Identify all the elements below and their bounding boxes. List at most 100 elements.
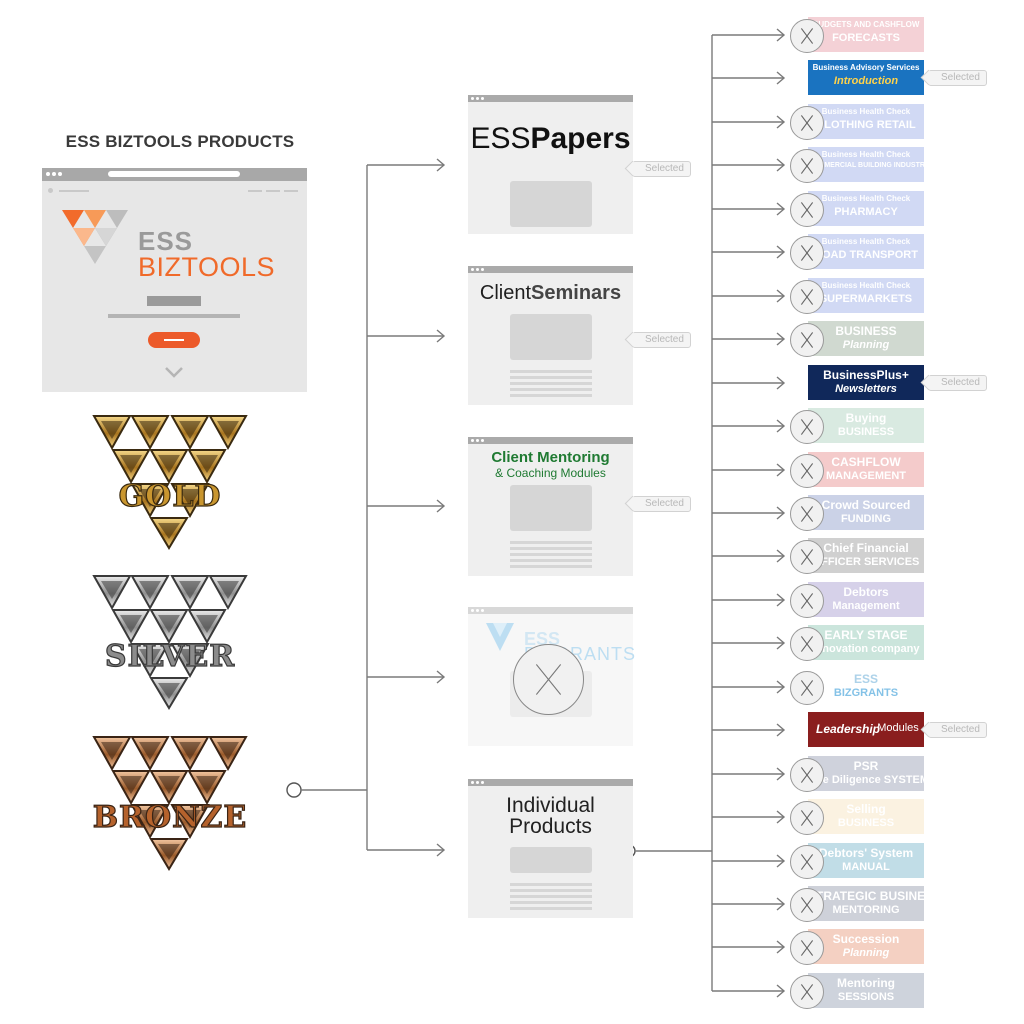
unavailable-x-icon[interactable]: [790, 845, 824, 879]
image-placeholder: [510, 181, 592, 227]
bizgrants-logo-icon: [486, 623, 514, 651]
gold-tier-badge[interactable]: GOLD: [90, 412, 250, 552]
unavailable-x-icon[interactable]: [790, 149, 824, 183]
ess-papers-card[interactable]: ESSPapers: [468, 95, 633, 234]
tier-label: BRONZE: [92, 799, 248, 835]
arrow-head-icon: [776, 71, 786, 85]
product-title: BUSINESS: [835, 324, 897, 338]
product-subtitle: Planning: [842, 947, 890, 959]
unavailable-x-icon[interactable]: [790, 454, 824, 488]
product-subtitle: PHARMACY: [834, 206, 898, 218]
unavailable-x-icon[interactable]: [790, 280, 824, 314]
product-title: Leadership: [815, 722, 881, 736]
silver-tier-badge[interactable]: SILVER: [90, 572, 250, 712]
bronze-tier-badge[interactable]: BRONZE: [90, 733, 250, 873]
unavailable-x-icon[interactable]: [790, 758, 824, 792]
product-title: EARLY STAGE: [824, 628, 908, 642]
unavailable-x-icon[interactable]: [790, 540, 824, 574]
unavailable-x-icon[interactable]: [790, 410, 824, 444]
product-title: Buying: [845, 411, 887, 425]
tier-label: GOLD: [118, 478, 222, 514]
product-thumbnail[interactable]: BusinessPlus+Newsletters: [808, 365, 924, 400]
unavailable-x-icon[interactable]: [790, 19, 824, 53]
window-dots-icon: [471, 438, 486, 457]
arrow-head-icon: [776, 897, 786, 911]
tier-triangle-icon: [92, 575, 248, 710]
unavailable-x-icon[interactable]: [790, 323, 824, 357]
unavailable-x-icon[interactable]: [790, 497, 824, 531]
client-seminars-card[interactable]: ClientSeminars: [468, 266, 633, 405]
page-title: ESS BIZTOOLS PRODUCTS: [65, 132, 295, 151]
tier-triangle-icon: [92, 415, 248, 550]
product-subtitle: Newsletters: [835, 383, 897, 395]
arrow-head-icon: [776, 289, 786, 303]
arrow-head-icon: [776, 984, 786, 998]
cta-button[interactable]: [148, 332, 200, 348]
product-subtitle: ROAD TRANSPORT: [814, 249, 918, 261]
product-subtitle: Introduction: [833, 75, 899, 87]
unavailable-x-icon[interactable]: [790, 236, 824, 270]
product-title: Business Health Check: [821, 281, 911, 290]
text-placeholder: [510, 541, 592, 571]
unavailable-x-icon[interactable]: [790, 671, 824, 705]
product-title: Business Health Check: [821, 194, 911, 203]
product-title: Debtors: [843, 585, 889, 599]
unavailable-x-icon[interactable]: [790, 801, 824, 835]
product-subtitle: FUNDING: [840, 513, 892, 525]
chevron-down-icon[interactable]: [164, 366, 184, 378]
arrow-head-icon: [776, 463, 786, 477]
unavailable-x-icon[interactable]: [790, 931, 824, 965]
unavailable-x-icon[interactable]: [790, 975, 824, 1009]
product-title: Chief Financial: [823, 541, 909, 555]
arrow-head-icon: [776, 158, 786, 172]
product-subtitle: MANUAL: [842, 861, 890, 873]
placeholder-line: [108, 314, 240, 318]
product-subtitle: Modules: [877, 722, 919, 734]
ess-biztools-card[interactable]: ESS BIZTOOLS: [42, 168, 307, 392]
unavailable-x-icon[interactable]: [513, 644, 584, 715]
product-title: BusinessPlus+: [823, 368, 909, 382]
selected-tag: Selected: [928, 722, 987, 738]
arrow-head-icon: [436, 670, 446, 684]
unavailable-x-icon[interactable]: [790, 627, 824, 661]
window-dots-icon: [471, 267, 486, 286]
window-dots-icon: [471, 608, 486, 627]
nav-row: [48, 188, 300, 194]
unavailable-x-icon[interactable]: [790, 584, 824, 618]
client-mentoring-card[interactable]: Client Mentoring & Coaching Modules: [468, 437, 633, 576]
selected-tag: Selected: [632, 161, 691, 177]
client-seminars-title: ClientSeminars: [479, 282, 622, 304]
product-thumbnail[interactable]: STRATEGIC BUSINESSMENTORING: [808, 886, 924, 921]
arrow-head-icon: [436, 843, 446, 857]
product-title: Business Health Check: [821, 150, 911, 159]
unavailable-x-icon[interactable]: [790, 193, 824, 227]
arrow-head-icon: [776, 376, 786, 390]
product-subtitle: COMMERCIAL BUILDING INDUSTRY: [808, 162, 924, 169]
arrow-head-icon: [776, 28, 786, 42]
unavailable-x-icon[interactable]: [790, 888, 824, 922]
unavailable-x-icon[interactable]: [790, 106, 824, 140]
